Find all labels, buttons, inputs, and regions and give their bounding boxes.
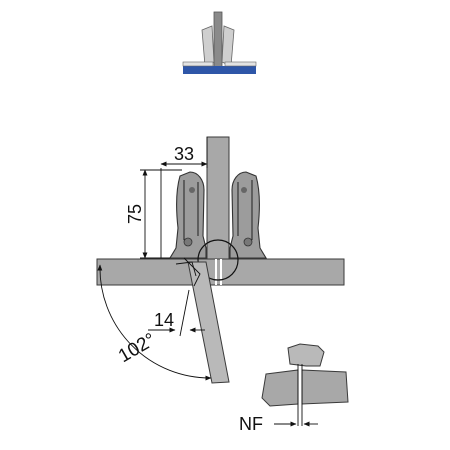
label-14: 14 — [154, 310, 174, 330]
left-hinge — [169, 171, 207, 259]
top-hinge-icon — [182, 11, 257, 74]
label-102: 102° — [115, 329, 160, 367]
label-nf: NF — [239, 414, 263, 434]
center-vertical-panel — [206, 136, 230, 260]
detail-circle — [197, 239, 239, 281]
label-75: 75 — [125, 204, 145, 224]
dim-33: 33 — [160, 137, 208, 258]
dim-75: 75 — [125, 169, 182, 259]
label-33: 33 — [174, 144, 194, 164]
right-hinge — [229, 171, 267, 259]
nf-detail: NF — [239, 343, 349, 434]
blue-base-plate — [183, 66, 256, 74]
